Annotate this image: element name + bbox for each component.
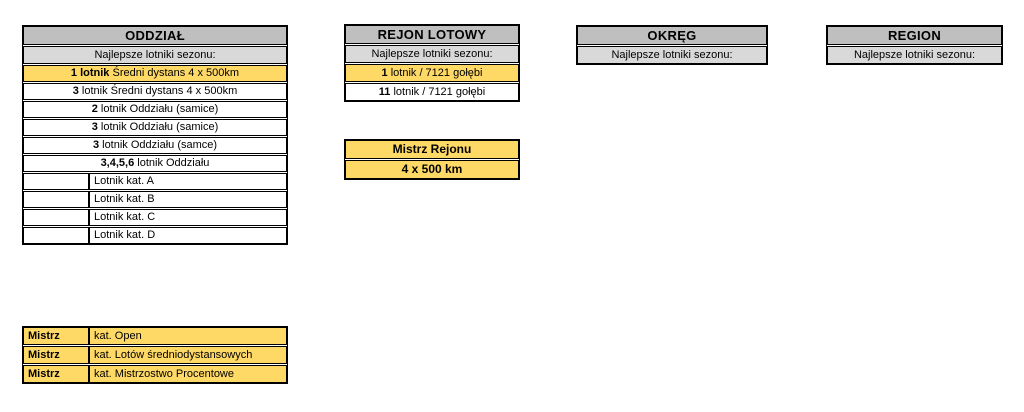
mistrz-label-cell[interactable]: Mistrz <box>24 328 89 344</box>
rejon-subtitle-cell[interactable]: Najlepsze lotniki sezonu: <box>345 45 519 63</box>
mistrz-rejonu-box: Mistrz Rejonu 4 x 500 km <box>344 139 520 180</box>
table-row[interactable]: Lotnik kat. C <box>23 209 287 226</box>
category-cell[interactable]: Lotnik kat. A <box>89 174 286 189</box>
category-cell[interactable]: kat. Lotów średniodystansowych <box>89 347 286 363</box>
region-title-cell[interactable]: REGION <box>827 26 1002 45</box>
empty-cell[interactable] <box>24 228 89 243</box>
row-text: lotnik Oddziału (samice) <box>97 121 219 133</box>
table-row[interactable]: 1 lotnik / 7121 gołębi <box>345 64 519 82</box>
table-row[interactable]: Mistrz kat. Mistrzostwo Procentowe <box>23 365 287 383</box>
row-rank: 3 <box>91 121 98 133</box>
row-rank: 1 lotnik <box>70 67 110 79</box>
okreg-subtitle-cell[interactable]: Najlepsze lotniki sezonu: <box>577 46 767 64</box>
mistrz-label-cell[interactable]: Mistrz <box>24 366 89 382</box>
mistrz-rejonu-value-cell[interactable]: 4 x 500 km <box>345 160 519 179</box>
region-subtitle-cell[interactable]: Najlepsze lotniki sezonu: <box>827 46 1002 64</box>
category-cell[interactable]: Lotnik kat. B <box>89 192 286 207</box>
row-rank: 1 <box>381 67 388 79</box>
row-text: lotnik / 7121 gołębi <box>387 67 483 79</box>
category-cell[interactable]: Lotnik kat. D <box>89 228 286 243</box>
row-text: lotnik / 7121 gołębi <box>390 86 486 98</box>
okreg-title-cell[interactable]: OKRĘG <box>577 26 767 45</box>
rejon-lotowy-table: REJON LOTOWY Najlepsze lotniki sezonu: 1… <box>344 24 520 102</box>
table-row[interactable]: 11 lotnik / 7121 gołębi <box>345 83 519 101</box>
row-text: Średni dystans 4 x 500km <box>109 67 240 79</box>
row-text: lotnik Oddziału (samce) <box>99 139 218 151</box>
table-row[interactable]: 3 lotnik Oddziału (samce) <box>23 137 287 154</box>
table-row[interactable]: Lotnik kat. A <box>23 173 287 190</box>
row-rank: 3 <box>92 139 100 151</box>
row-rank: 3,4,5,6 <box>100 157 135 169</box>
table-row[interactable]: 1 lotnik Średni dystans 4 x 500km <box>23 65 287 82</box>
table-row[interactable]: 3,4,5,6 lotnik Oddziału <box>23 155 287 172</box>
table-row[interactable]: 2 lotnik Oddziału (samice) <box>23 101 287 118</box>
row-rank: 11 <box>378 86 391 98</box>
table-row[interactable]: 3 lotnik Średni dystans 4 x 500km <box>23 83 287 100</box>
category-cell[interactable]: kat. Mistrzostwo Procentowe <box>89 366 286 382</box>
oddzial-table: ODDZIAŁ Najlepsze lotniki sezonu: 1 lotn… <box>22 25 288 245</box>
rejon-title-cell[interactable]: REJON LOTOWY <box>345 25 519 44</box>
table-row[interactable]: Lotnik kat. D <box>23 227 287 244</box>
oddzial-subtitle-cell[interactable]: Najlepsze lotniki sezonu: <box>23 46 287 64</box>
category-cell[interactable]: Lotnik kat. C <box>89 210 286 225</box>
region-table: REGION Najlepsze lotniki sezonu: <box>826 25 1003 65</box>
row-text: lotnik Oddziału <box>134 157 210 169</box>
okreg-table: OKRĘG Najlepsze lotniki sezonu: <box>576 25 768 65</box>
row-text: lotnik Oddziału (samice) <box>97 103 219 115</box>
empty-cell[interactable] <box>24 174 89 189</box>
oddzial-title-cell[interactable]: ODDZIAŁ <box>23 26 287 45</box>
table-row[interactable]: Mistrz kat. Lotów średniodystansowych <box>23 346 287 364</box>
empty-cell[interactable] <box>24 192 89 207</box>
table-row[interactable]: 3 lotnik Oddziału (samice) <box>23 119 287 136</box>
empty-cell[interactable] <box>24 210 89 225</box>
mistrz-label-cell[interactable]: Mistrz <box>24 347 89 363</box>
category-cell[interactable]: kat. Open <box>89 328 286 344</box>
mistrz-rejonu-title-cell[interactable]: Mistrz Rejonu <box>345 140 519 159</box>
table-row[interactable]: Lotnik kat. B <box>23 191 287 208</box>
row-rank: 2 <box>91 103 98 115</box>
table-row[interactable]: Mistrz kat. Open <box>23 327 287 345</box>
row-text: lotnik Średni dystans 4 x 500km <box>78 85 238 97</box>
mistrz-categories-table: Mistrz kat. Open Mistrz kat. Lotów średn… <box>22 326 288 384</box>
row-rank: 3 <box>72 85 79 97</box>
